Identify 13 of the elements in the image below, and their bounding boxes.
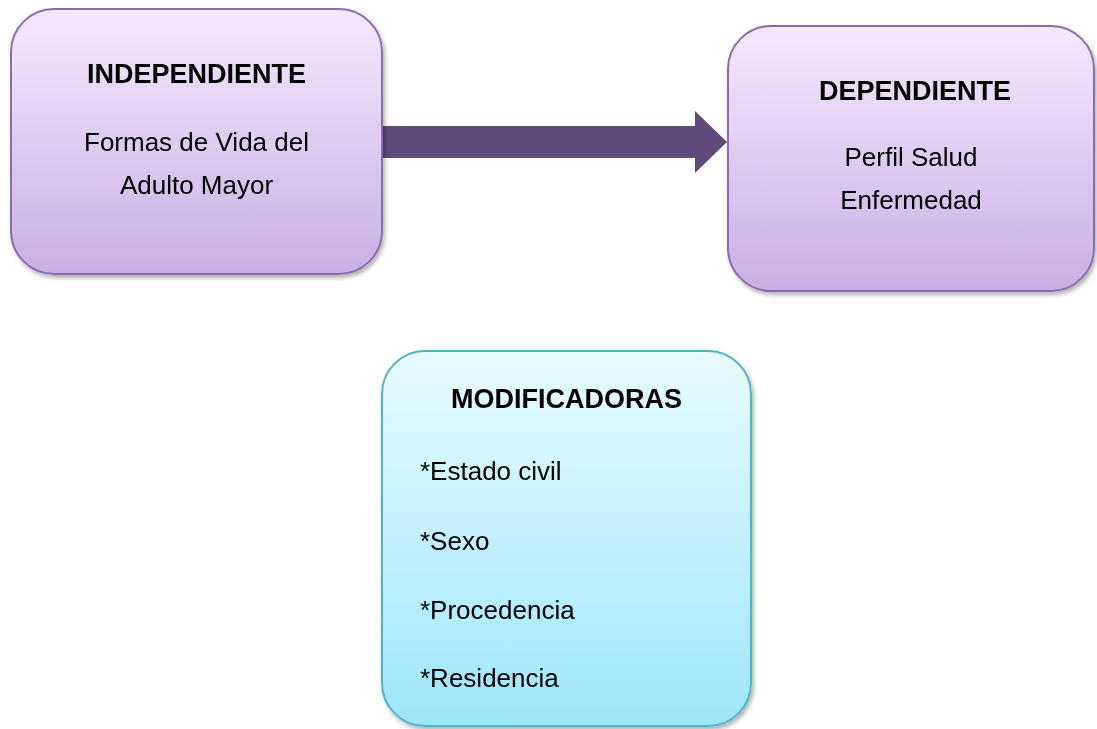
box-text: Formas de Vida del Adulto Mayor: [83, 126, 310, 202]
rounded-box: [381, 350, 752, 727]
box-text: *Sexo: [420, 525, 490, 558]
box-heading: DEPENDIENTE: [818, 75, 1013, 108]
box-text: *Residencia: [420, 662, 559, 695]
box-text: Perfil Salud Enfermedad: [839, 141, 983, 217]
rounded-box: [727, 25, 1095, 292]
box-text: *Estado civil: [420, 455, 562, 488]
block-arrow: [383, 111, 727, 173]
box-text: *Procedencia: [420, 594, 575, 627]
box-heading: INDEPENDIENTE: [85, 58, 307, 91]
box-heading: MODIFICADORAS: [450, 383, 683, 416]
rounded-box: [10, 8, 383, 275]
